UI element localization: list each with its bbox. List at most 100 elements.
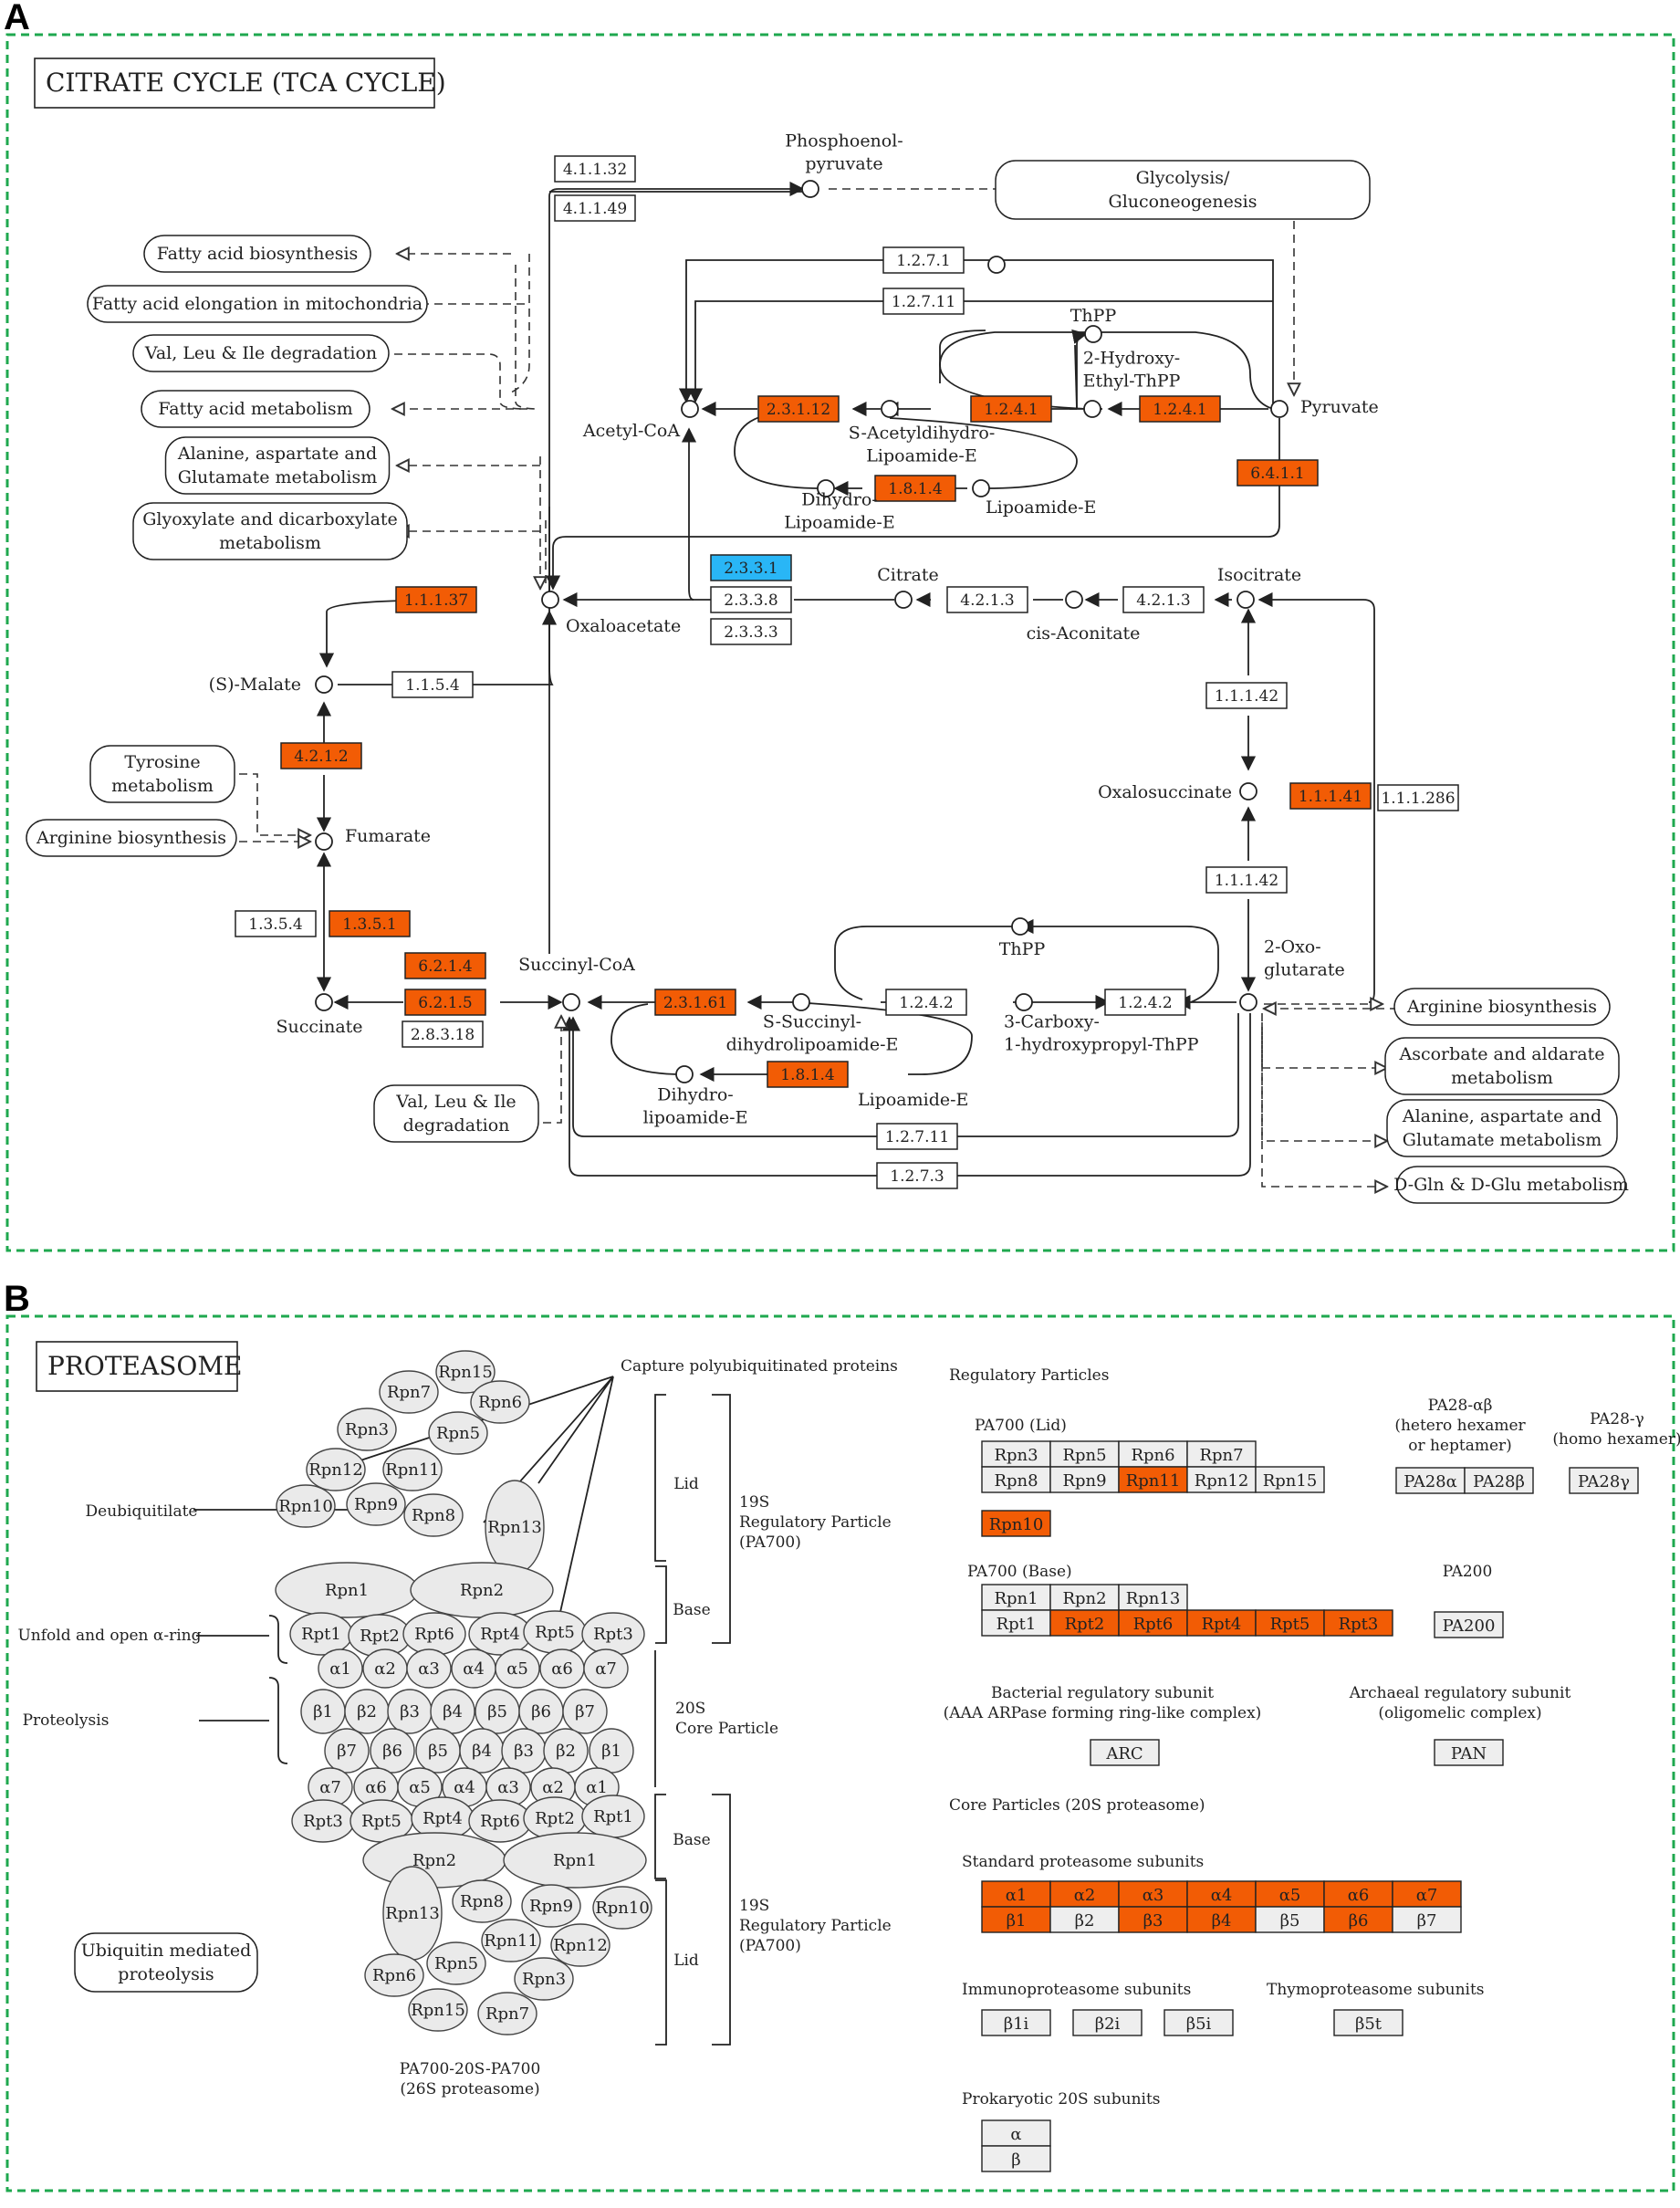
subunit-box-α3[interactable]: α3 [1118,1880,1188,1908]
subunit-box-β5i[interactable]: β5i [1163,2009,1234,2036]
enzyme-4-2-1-3[interactable]: 4.2.1.3 [946,586,1028,613]
subunit-box-Rpn6[interactable]: Rpn6 [1118,1440,1188,1468]
subunit-label: Rpn2 [460,1581,504,1600]
subunit-box-α1[interactable]: α1 [981,1880,1051,1908]
pathway-arg1[interactable]: Arginine biosynthesis [26,819,237,857]
subunit-box-Rpn15[interactable]: Rpn15 [1255,1466,1325,1493]
enzyme-1-2-7-11[interactable]: 1.2.7.11 [876,1123,958,1150]
enzyme-1-3-5-4[interactable]: 1.3.5.4 [235,910,317,937]
enzyme-1-1-1-42[interactable]: 1.1.1.42 [1205,866,1288,894]
subunit-box-α2[interactable]: α2 [1049,1880,1120,1908]
subunit-box-label: Rpn11 [1126,1471,1181,1491]
subunit-box-Rpn3[interactable]: Rpn3 [981,1440,1051,1468]
subunit-box-β1[interactable]: β1 [981,1906,1051,1933]
enzyme-4-2-1-2[interactable]: 4.2.1.2 [280,742,362,769]
subunit-box-β7[interactable]: β7 [1392,1906,1462,1933]
pathway-glycolysis[interactable]: Glycolysis/Gluconeogenesis [995,160,1371,220]
enzyme-2-3-3-8[interactable]: 2.3.3.8 [710,586,792,613]
subunit-box-β2i[interactable]: β2i [1072,2009,1143,2036]
enzyme-1-8-1-4[interactable]: 1.8.1.4 [874,475,956,502]
enzyme-1-2-7-11[interactable]: 1.2.7.11 [882,288,965,315]
subunit-box-Rpn9[interactable]: Rpn9 [1049,1466,1120,1493]
subunit-box-PA28γ[interactable]: PA28γ [1569,1467,1639,1494]
enzyme-6-2-1-5[interactable]: 6.2.1.5 [404,989,486,1016]
subunit-box-Rpn10[interactable]: Rpn10 [981,1510,1051,1537]
enzyme-1-2-4-1[interactable]: 1.2.4.1 [970,395,1052,423]
subunit-box-Rpt6[interactable]: Rpt6 [1118,1609,1188,1637]
enzyme-2-3-1-12[interactable]: 2.3.1.12 [757,395,840,423]
enzyme-1-3-5-1[interactable]: 1.3.5.1 [329,910,411,937]
annotation-proteolysis: Proteolysis [23,1711,110,1730]
subunit-box-Rpt3[interactable]: Rpt3 [1323,1609,1393,1637]
subunit-box-Rpn8[interactable]: Rpn8 [981,1466,1051,1493]
subunit-box-Rpt5[interactable]: Rpt5 [1255,1609,1325,1637]
subunit-box-label: Rpt4 [1202,1615,1242,1634]
subunit-box-β2[interactable]: β2 [1049,1906,1120,1933]
enzyme-2-8-3-18[interactable]: 2.8.3.18 [402,1020,484,1048]
subunit-box-α[interactable]: α [981,2119,1051,2147]
pathway-vli1[interactable]: Val, Leu & Ile degradation [132,334,390,372]
subunit-box-β5t[interactable]: β5t [1333,2009,1403,2036]
pathway-arg2[interactable]: Arginine biosynthesis [1393,988,1611,1026]
enzyme-1-1-1-42[interactable]: 1.1.1.42 [1205,682,1288,709]
subunit-box-α7[interactable]: α7 [1392,1880,1462,1908]
subunit-box-PA28β[interactable]: PA28β [1464,1467,1534,1494]
pathway-fab[interactable]: Fatty acid biosynthesis [143,235,371,273]
enzyme-2-3-3-1[interactable]: 2.3.3.1 [710,554,792,581]
subunit-box-Rpn12[interactable]: Rpn12 [1186,1466,1257,1493]
enzyme-1-1-1-37[interactable]: 1.1.1.37 [395,586,477,613]
subunit-box-β4[interactable]: β4 [1186,1906,1257,1933]
enzyme-4-2-1-3[interactable]: 4.2.1.3 [1122,586,1205,613]
subunit-box-Rpt1[interactable]: Rpt1 [981,1609,1051,1637]
enzyme-1-2-7-3[interactable]: 1.2.7.3 [876,1162,958,1189]
enzyme-6-2-1-4[interactable]: 6.2.1.4 [404,952,486,979]
subunit-box-Rpn5[interactable]: Rpn5 [1049,1440,1120,1468]
subunit-box-PA28α[interactable]: PA28α [1395,1467,1466,1494]
subunit-box-ARC[interactable]: ARC [1090,1739,1160,1766]
enzyme-1-1-1-286[interactable]: 1.1.1.286 [1377,784,1459,811]
subunit-box-β[interactable]: β [981,2145,1051,2172]
compound-node [801,180,819,198]
subunit-box-β1i[interactable]: β1i [981,2009,1051,2036]
enzyme-label: 1.3.5.4 [248,916,302,934]
subunit-box-α5[interactable]: α5 [1255,1880,1325,1908]
compound-node [817,479,835,497]
subunit-box-β6[interactable]: β6 [1323,1906,1393,1933]
subunit-box-Rpt2[interactable]: Rpt2 [1049,1609,1120,1637]
enzyme-4-1-1-32[interactable]: 4.1.1.32 [554,155,636,183]
enzyme-1-2-4-1[interactable]: 1.2.4.1 [1139,395,1221,423]
subunit-box-PAN[interactable]: PAN [1434,1739,1504,1766]
subunit-box-Rpt4[interactable]: Rpt4 [1186,1609,1257,1637]
subunit-box-β3[interactable]: β3 [1118,1906,1188,1933]
enzyme-1-1-5-4[interactable]: 1.1.5.4 [391,671,474,698]
enzyme-2-3-3-3[interactable]: 2.3.3.3 [710,618,792,645]
enzyme-1-2-7-1[interactable]: 1.2.7.1 [882,246,965,274]
enzyme-2-3-1-61[interactable]: 2.3.1.61 [654,989,736,1016]
pathway-fae[interactable]: Fatty acid elongation in mitochondria [87,285,428,323]
pathway-dgln[interactable]: D-Gln & D-Glu metabolism [1393,1166,1629,1204]
enzyme-1-8-1-4[interactable]: 1.8.1.4 [767,1061,849,1088]
subunit-box-Rpn11[interactable]: Rpn11 [1118,1466,1188,1493]
subunit-box-Rpn2[interactable]: Rpn2 [1049,1584,1120,1611]
enzyme-1-1-1-41[interactable]: 1.1.1.41 [1289,782,1372,810]
enzyme-4-1-1-49[interactable]: 4.1.1.49 [554,194,636,222]
enzyme-1-2-4-2[interactable]: 1.2.4.2 [885,989,967,1016]
subunit-box-Rpn13[interactable]: Rpn13 [1118,1584,1188,1611]
subunit-box-PA200[interactable]: PA200 [1434,1611,1504,1638]
enzyme-6-4-1-1[interactable]: 6.4.1.1 [1237,459,1319,487]
pathway-fam[interactable]: Fatty acid metabolism [141,390,370,428]
subunit-box-α4[interactable]: α4 [1186,1880,1257,1908]
subunit-box-β5[interactable]: β5 [1255,1906,1325,1933]
compound-label-thpp2: ThPP [999,939,1046,959]
subunit-box-α6[interactable]: α6 [1323,1880,1393,1908]
subunit-box-Rpn1[interactable]: Rpn1 [981,1584,1051,1611]
subunit-box-Rpn7[interactable]: Rpn7 [1186,1440,1257,1468]
enzyme-1-2-4-2[interactable]: 1.2.4.2 [1104,989,1186,1016]
